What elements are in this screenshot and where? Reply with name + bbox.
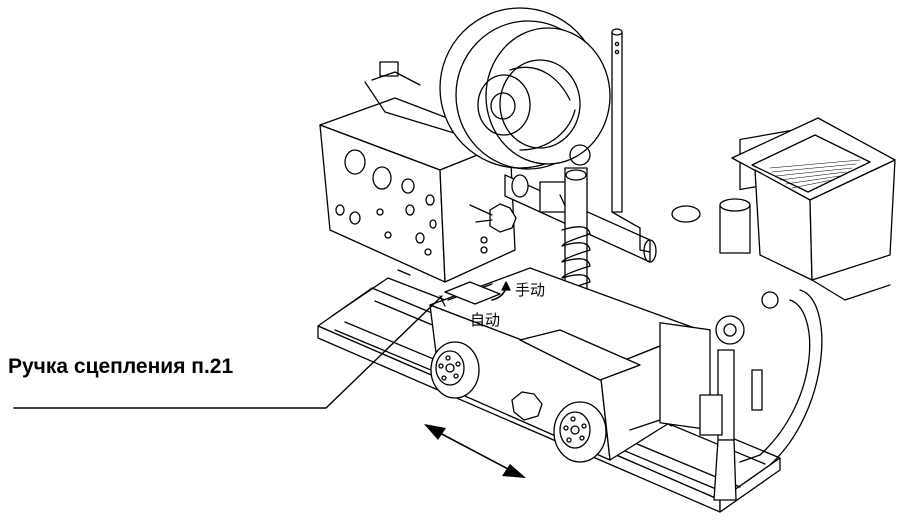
travel-direction-arrow [424,424,526,478]
callout-leader [13,295,443,409]
clutch-handle-callout-label: Ручка сцепления п.21 [8,355,234,378]
manual-mode-label: 手动 [515,281,545,299]
box-knob [469,203,517,233]
wire-spool [439,7,611,170]
vertical-rod [611,28,651,253]
automatic-mode-label: 自动 [470,311,500,329]
box-handle [364,61,511,151]
flux-hopper [731,117,896,301]
carriage-knob [511,391,543,421]
wheel-rear [553,401,607,463]
tractor-carriage [429,267,701,461]
wheel-front [430,341,480,399]
